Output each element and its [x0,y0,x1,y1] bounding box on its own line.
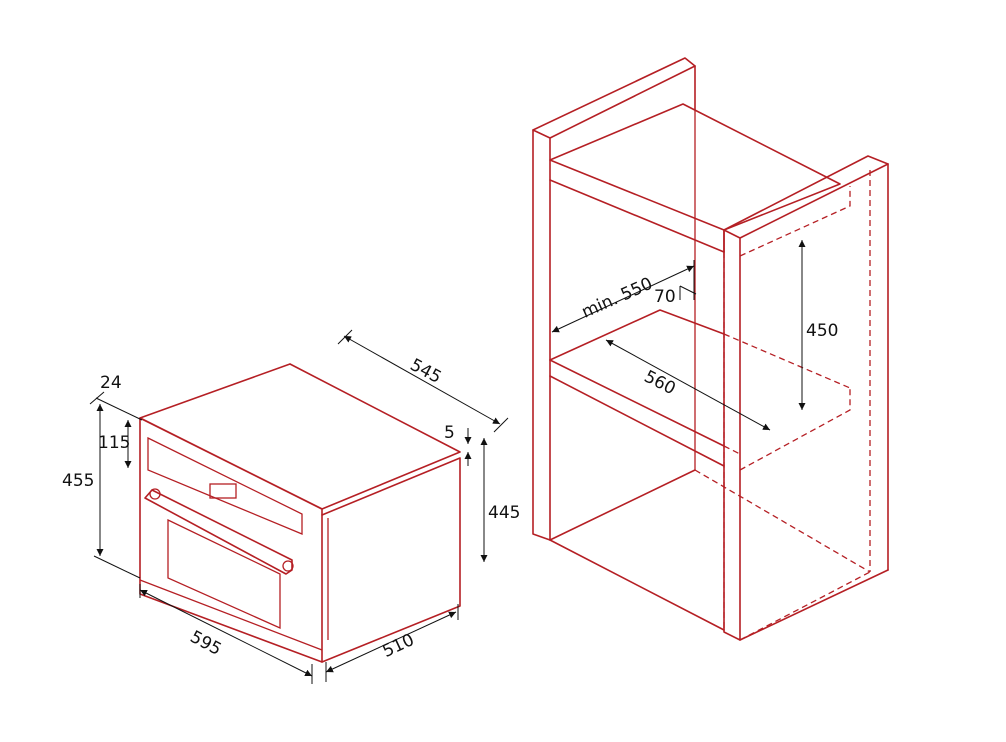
dim-450: 450 [806,321,838,341]
dim-70: 70 [654,287,676,307]
cabinet-dimensions [551,240,806,431]
oven-drawing [139,363,461,663]
dim-510: 510 [380,630,418,662]
dim-445: 445 [488,503,520,523]
dim-595: 595 [187,627,225,660]
dim-24: 24 [100,373,122,393]
cabinet-drawing [532,57,889,641]
dim-5: 5 [444,423,455,443]
dim-545: 545 [407,355,445,388]
oven-dimensions [89,329,509,684]
dim-115: 115 [98,433,130,453]
cabinet-labels: min. 550 70 450 560 [579,274,839,399]
dim-455: 455 [62,471,94,491]
oven-labels: 545 24 115 455 5 445 595 510 [62,355,520,662]
dim-min-550: min. 550 [579,274,656,323]
dim-560: 560 [641,367,679,400]
